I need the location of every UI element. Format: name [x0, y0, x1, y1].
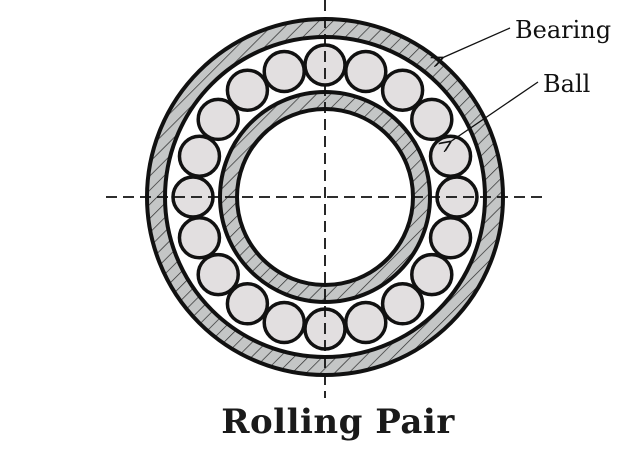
- rolling-ball: [410, 97, 454, 142]
- rolling-ball: [177, 134, 222, 178]
- ball-label: Ball: [543, 70, 590, 98]
- bearing-label: Bearing: [515, 16, 611, 44]
- rolling-ball: [380, 282, 425, 326]
- ball-leader-arrow: [450, 81, 539, 142]
- rolling-ball: [225, 68, 270, 112]
- diagram-caption: Rolling Pair: [221, 402, 455, 442]
- ball-cage: [171, 43, 479, 351]
- rolling-ball: [380, 68, 425, 112]
- rolling-ball: [344, 300, 388, 345]
- rolling-ball: [196, 97, 240, 142]
- rolling-ball: [262, 300, 306, 345]
- rolling-ball: [177, 216, 222, 260]
- bearing-leader-arrow: [442, 27, 511, 58]
- rolling-ball: [428, 216, 473, 260]
- rolling-ball: [196, 252, 240, 297]
- rolling-ball: [410, 252, 454, 297]
- rolling-ball: [344, 49, 388, 94]
- rolling-ball: [262, 49, 306, 94]
- rolling-ball: [225, 282, 270, 326]
